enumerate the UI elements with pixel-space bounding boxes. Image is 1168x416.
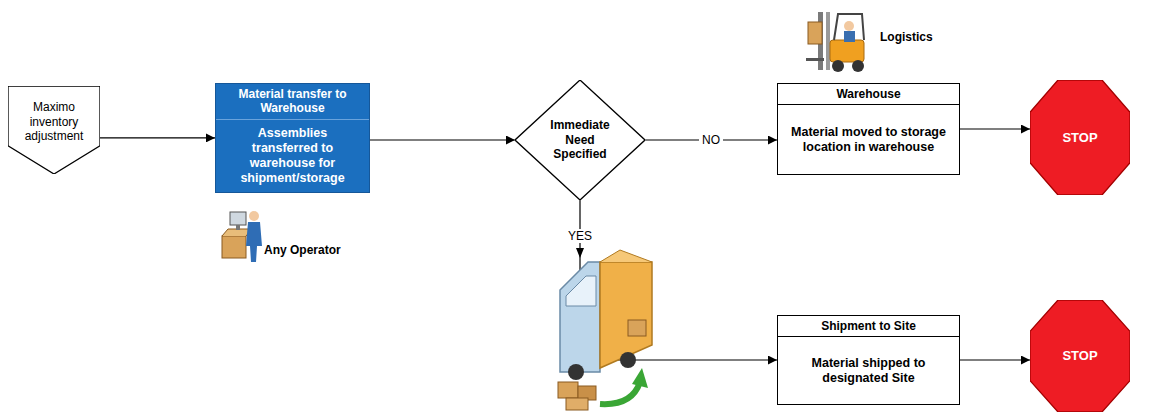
stop-terminator: STOP xyxy=(1030,80,1130,195)
box-title: Material transfer to Warehouse xyxy=(222,87,363,116)
shape-text: STOP xyxy=(1062,348,1097,364)
operator-icon xyxy=(222,211,262,262)
process-box: Material transfer to WarehouseAssemblies… xyxy=(215,83,370,193)
edge-label: YES xyxy=(565,229,595,243)
flow-connector xyxy=(960,359,1030,360)
box-body: Material shipped to designated Site xyxy=(778,337,959,404)
flow-connector xyxy=(100,137,215,138)
offpage-connector: Maximo inventory adjustment xyxy=(8,86,100,174)
process-box: Shipment to SiteMaterial shipped to desi… xyxy=(777,315,960,405)
shape-text-area: Maximo inventory adjustment xyxy=(8,92,100,152)
shape-text: STOP xyxy=(1062,130,1097,146)
flow-connector xyxy=(960,128,1030,129)
stop-terminator: STOP xyxy=(1030,300,1130,412)
shape-text-area: STOP xyxy=(1030,300,1130,412)
edge-label: NO xyxy=(699,133,723,147)
flow-connector xyxy=(370,139,515,140)
box-text: Material shipped to designated Site xyxy=(786,356,951,386)
box-body: Material moved to storage location in wa… xyxy=(778,105,959,174)
shape-text-area: STOP xyxy=(1030,80,1130,195)
role-label: Logistics xyxy=(880,30,933,44)
box-header: Material transfer to Warehouse xyxy=(216,84,369,120)
shape-text: Maximo inventory adjustment xyxy=(15,100,92,143)
forklift-icon xyxy=(806,12,864,72)
role-label: Any Operator xyxy=(264,243,341,257)
process-box: WarehouseMaterial moved to storage locat… xyxy=(777,83,960,175)
box-header: Shipment to Site xyxy=(778,316,959,337)
box-text: Assemblies transferred to warehouse for … xyxy=(224,126,361,186)
decision-diamond: Immediate Need Specified xyxy=(515,80,645,200)
box-title: Warehouse xyxy=(836,87,900,101)
truck-illustration xyxy=(558,248,652,410)
shape-text-area: Immediate Need Specified xyxy=(515,80,645,200)
shape-text: Immediate Need Specified xyxy=(542,118,617,161)
box-title: Shipment to Site xyxy=(821,319,916,333)
box-body: Assemblies transferred to warehouse for … xyxy=(216,120,369,192)
box-header: Warehouse xyxy=(778,84,959,105)
box-text: Material moved to storage location in wa… xyxy=(786,125,951,155)
